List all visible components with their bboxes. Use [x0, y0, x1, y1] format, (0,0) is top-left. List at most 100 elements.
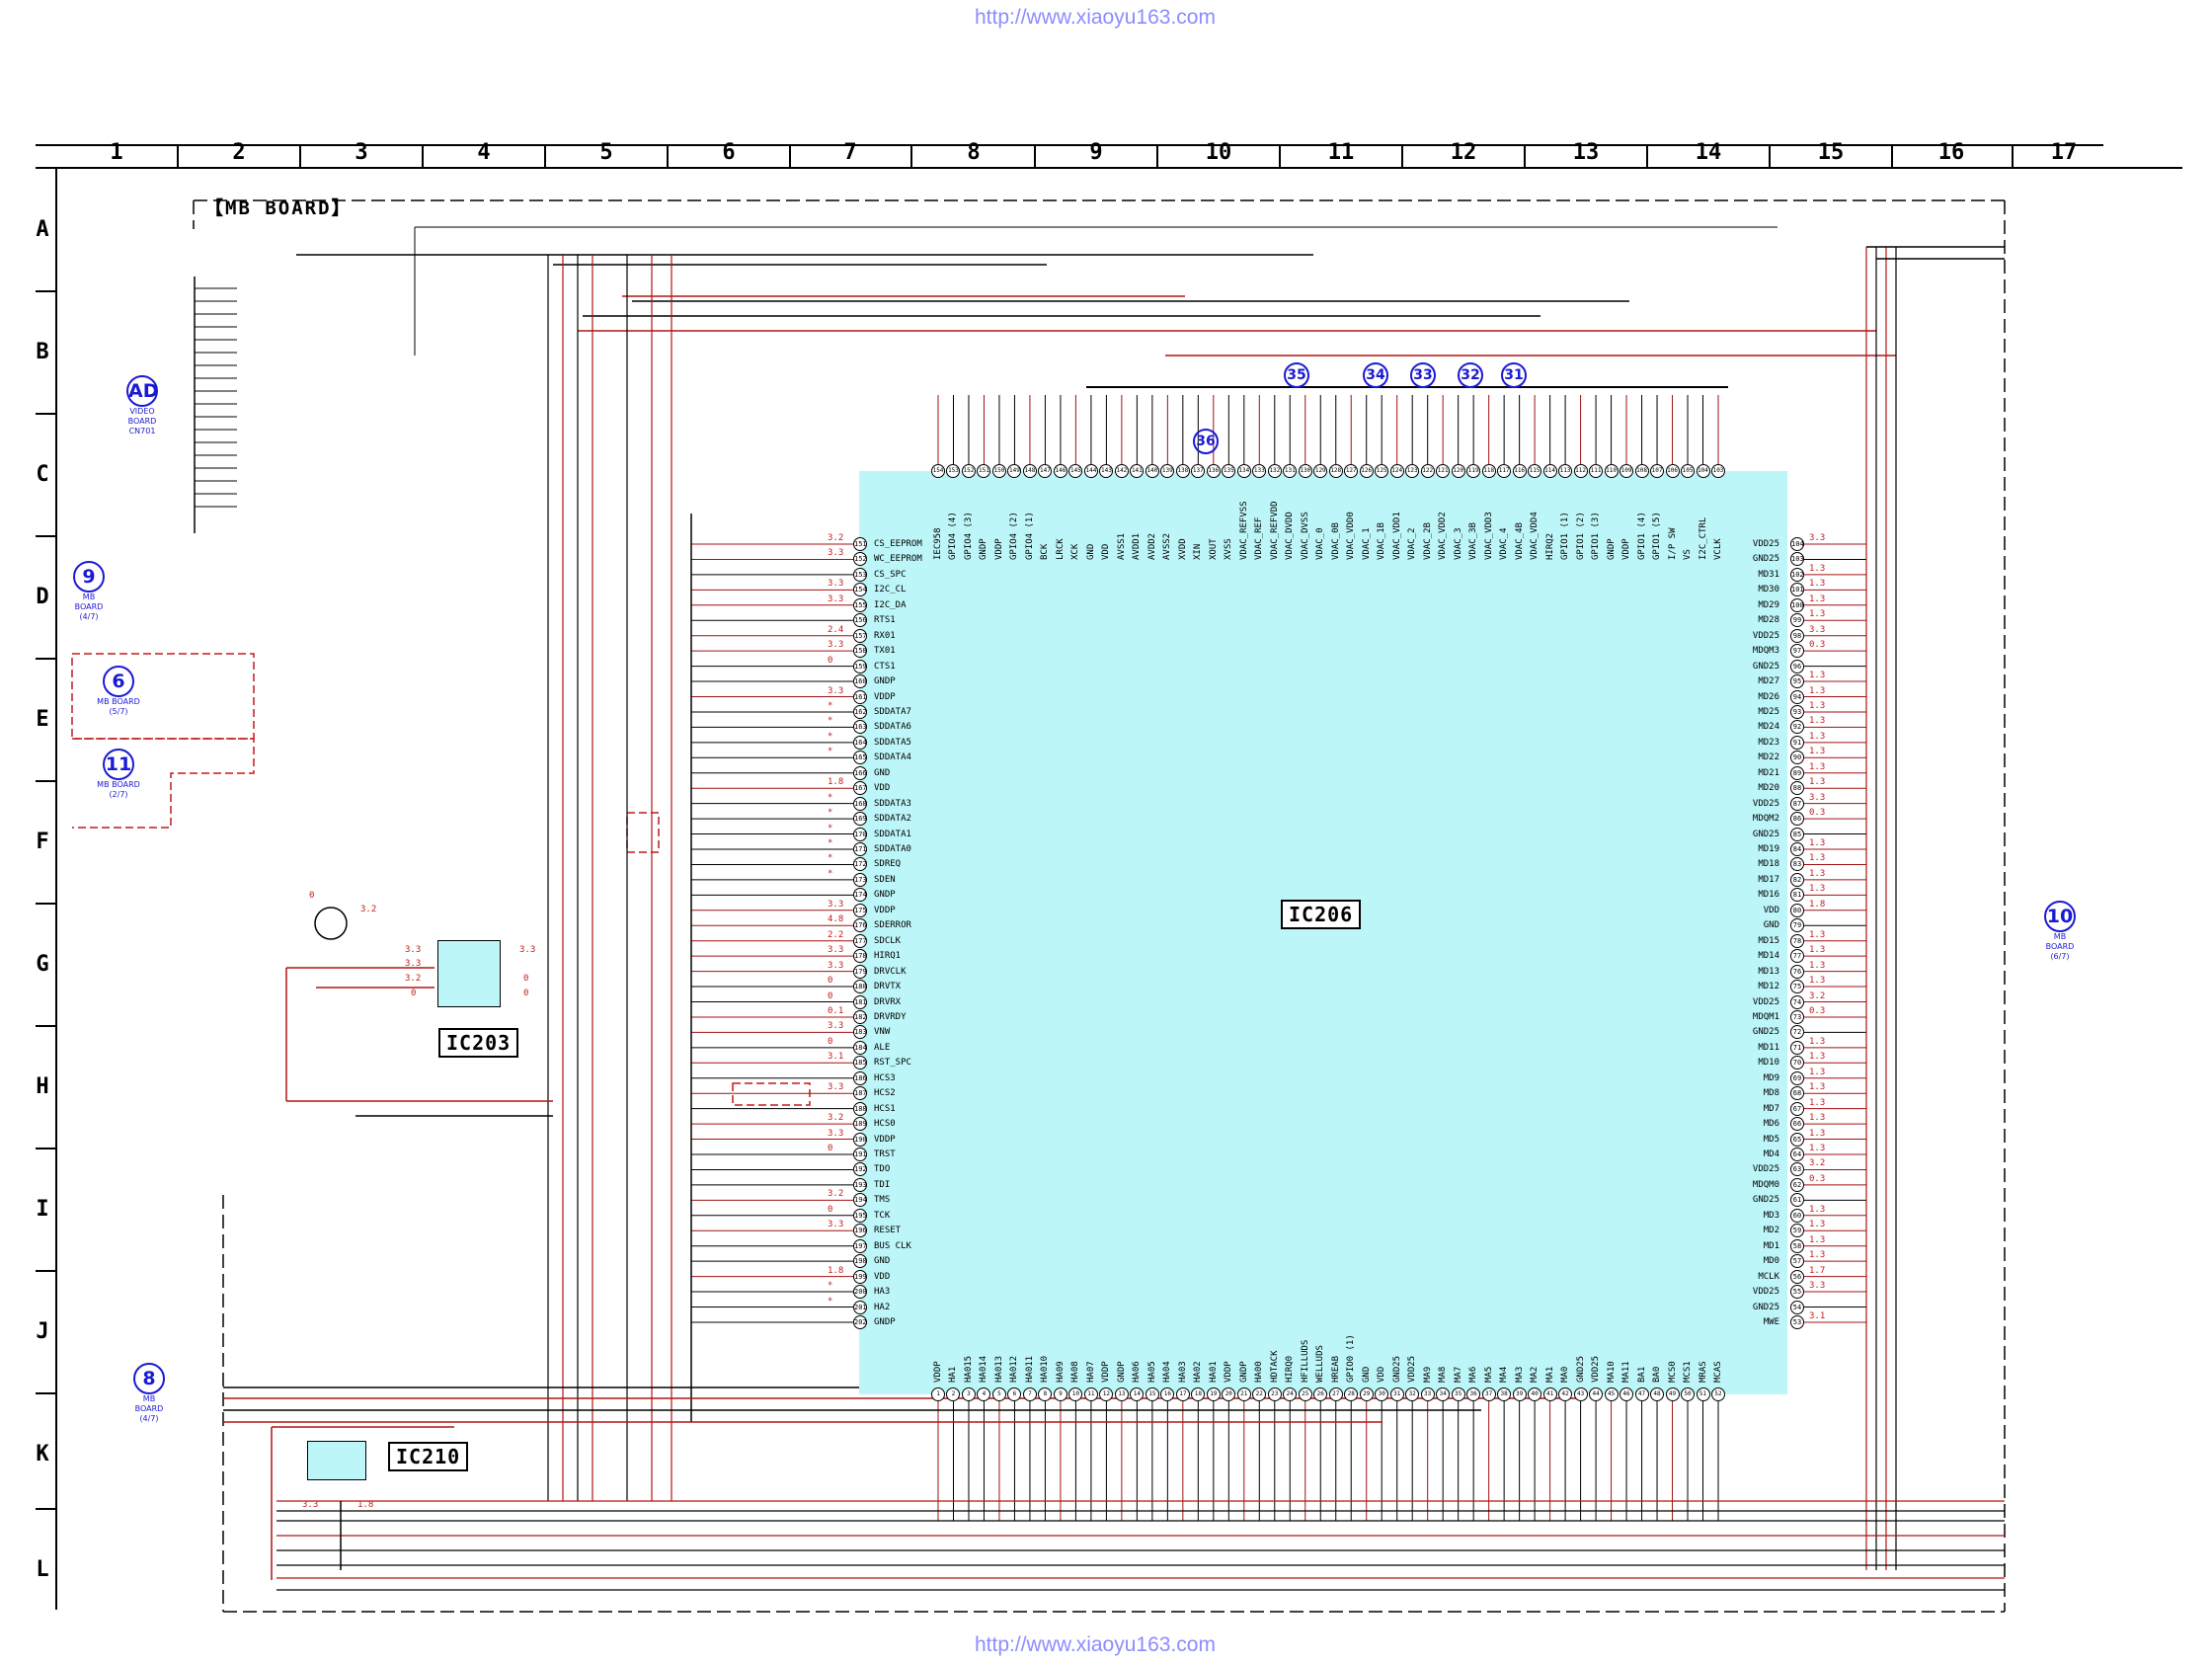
- pin-label: I2C_DA: [874, 599, 907, 610]
- pin-number: 125: [1375, 464, 1389, 478]
- pin-number: 18: [1191, 1387, 1206, 1401]
- pin-label: GPIO1 (2): [1575, 512, 1586, 560]
- pin-number: 114: [1542, 464, 1557, 478]
- pin-label: VDD25: [1591, 1355, 1602, 1383]
- pin-label: HIRQ2: [1544, 532, 1555, 560]
- pin-label: VDD: [1763, 905, 1779, 915]
- pin-label: MD16: [1758, 890, 1779, 901]
- pin-number: 146: [1053, 464, 1067, 478]
- pin-label: HA06: [1132, 1361, 1143, 1383]
- pin-label: MD21: [1758, 767, 1779, 778]
- row-letter: J: [36, 1319, 49, 1344]
- pin-number: 181: [853, 994, 867, 1009]
- pin-label: VDDP: [933, 1361, 943, 1383]
- pin-label: VDAC_1: [1361, 527, 1372, 560]
- pin-number: 160: [853, 674, 867, 689]
- waveform-35-label: 35: [1284, 362, 1309, 388]
- pin-number: 45: [1604, 1387, 1619, 1401]
- waveform-36-label: 36: [1193, 429, 1219, 454]
- pin-voltage: *: [828, 868, 833, 879]
- waveform-ref-31[interactable]: 31: [1501, 362, 1527, 388]
- waveform-33-label: 33: [1410, 362, 1436, 388]
- waveform-ref-35[interactable]: 35: [1284, 362, 1309, 388]
- pin-number: 10: [1068, 1387, 1083, 1401]
- ref-video-board-cn701[interactable]: AD VIDEO BOARD CN701: [117, 375, 168, 436]
- pin-voltage: 3.3: [1809, 1281, 1826, 1292]
- pin-label: HCS2: [874, 1088, 896, 1099]
- pin-voltage: 3.2: [828, 1189, 844, 1200]
- ic203-v-r1: 3.3: [519, 945, 536, 955]
- footer-url[interactable]: http://www.xiaoyu163.com: [975, 1633, 1216, 1656]
- pin-number: 11: [1083, 1387, 1098, 1401]
- pin-label: MD20: [1758, 783, 1779, 794]
- pin-number: 25: [1298, 1387, 1312, 1401]
- pin-voltage: 3.3: [828, 685, 844, 696]
- pin-number: 110: [1604, 464, 1619, 478]
- pin-label: VDAC_1B: [1377, 522, 1387, 560]
- pin-label: VDAC_REF: [1254, 516, 1265, 560]
- waveform-ref-34[interactable]: 34: [1363, 362, 1388, 388]
- ref-mb-board-10[interactable]: 10 MB BOARD (6/7): [2034, 901, 2086, 962]
- pin-number: 165: [853, 751, 867, 765]
- pin-number: 151: [977, 464, 991, 478]
- pin-voltage: 0.3: [1809, 640, 1826, 651]
- pin-number: 61: [1790, 1193, 1804, 1208]
- row-letter: E: [36, 707, 49, 732]
- pin-label: MDQM0: [1752, 1179, 1779, 1190]
- pin-number: 154: [931, 464, 945, 478]
- pin-number: 68: [1790, 1086, 1804, 1101]
- pin-label: ALE: [874, 1042, 891, 1053]
- pin-number: 185: [853, 1056, 867, 1070]
- waveform-ref-32[interactable]: 32: [1458, 362, 1483, 388]
- column-number: 8: [967, 140, 981, 165]
- pin-label: XIN: [1193, 543, 1204, 560]
- pin-number: 92: [1790, 720, 1804, 735]
- ic203-v-r3: 0: [523, 989, 529, 998]
- pin-label: DRVRDY: [874, 1011, 907, 1022]
- pin-voltage: 1.3: [1809, 1234, 1826, 1245]
- pin-number: 43: [1573, 1387, 1588, 1401]
- pin-label: TX01: [874, 646, 896, 657]
- pin-number: 54: [1790, 1300, 1804, 1314]
- pin-label: AVDD1: [1132, 532, 1143, 560]
- ref-10-line3: (6/7): [2050, 952, 2070, 961]
- ref-mb-board-8[interactable]: 8 MB BOARD (4/7): [123, 1363, 175, 1424]
- pin-label: SDDATA6: [874, 722, 911, 733]
- pin-number: 103: [1790, 552, 1804, 567]
- pin-label: VDAC_REFVSS: [1238, 501, 1249, 560]
- ref-mb-board-11[interactable]: 11 MB BOARD (2/7): [93, 749, 144, 800]
- waveform-ref-36[interactable]: 36: [1193, 429, 1219, 454]
- pin-label: GND: [1763, 920, 1779, 931]
- pin-number: 156: [853, 613, 867, 628]
- pin-label: VDD: [1377, 1366, 1387, 1383]
- pin-number: 57: [1790, 1254, 1804, 1269]
- pin-number: 104: [1696, 464, 1710, 478]
- header-url[interactable]: http://www.xiaoyu163.com: [975, 6, 1216, 29]
- pin-number: 21: [1236, 1387, 1251, 1401]
- pin-number: 109: [1620, 464, 1634, 478]
- pin-number: 147: [1038, 464, 1053, 478]
- ref-mb-board-6[interactable]: 6 MB BOARD (5/7): [93, 666, 144, 717]
- pin-number: 79: [1790, 918, 1804, 933]
- ic203-v-l1: 3.3: [405, 945, 422, 955]
- ref-mb-board-9[interactable]: 9 MB BOARD (4/7): [63, 561, 115, 622]
- pin-number: 176: [853, 918, 867, 933]
- pin-voltage: 3.3: [828, 899, 844, 910]
- pin-number: 123: [1405, 464, 1420, 478]
- pin-label: VDAC_3: [1453, 527, 1463, 560]
- pin-voltage: 3.3: [1809, 792, 1826, 803]
- pin-label: MD10: [1758, 1058, 1779, 1069]
- pin-label: MD11: [1758, 1042, 1779, 1053]
- pin-number: 42: [1558, 1387, 1573, 1401]
- pin-voltage: 1.3: [1809, 929, 1826, 940]
- waveform-ref-33[interactable]: 33: [1410, 362, 1436, 388]
- pin-voltage: 1.3: [1809, 1082, 1826, 1093]
- pin-number: 122: [1420, 464, 1435, 478]
- pin-label: VDD25: [1752, 539, 1779, 549]
- pin-label: GND25: [1391, 1355, 1402, 1383]
- pin-label: MA2: [1530, 1366, 1540, 1383]
- pin-label: VDAC_VDD2: [1438, 512, 1449, 560]
- pin-number: 190: [853, 1132, 867, 1147]
- pin-label: GND25: [1752, 1027, 1779, 1038]
- pin-voltage: 1.3: [1809, 838, 1826, 848]
